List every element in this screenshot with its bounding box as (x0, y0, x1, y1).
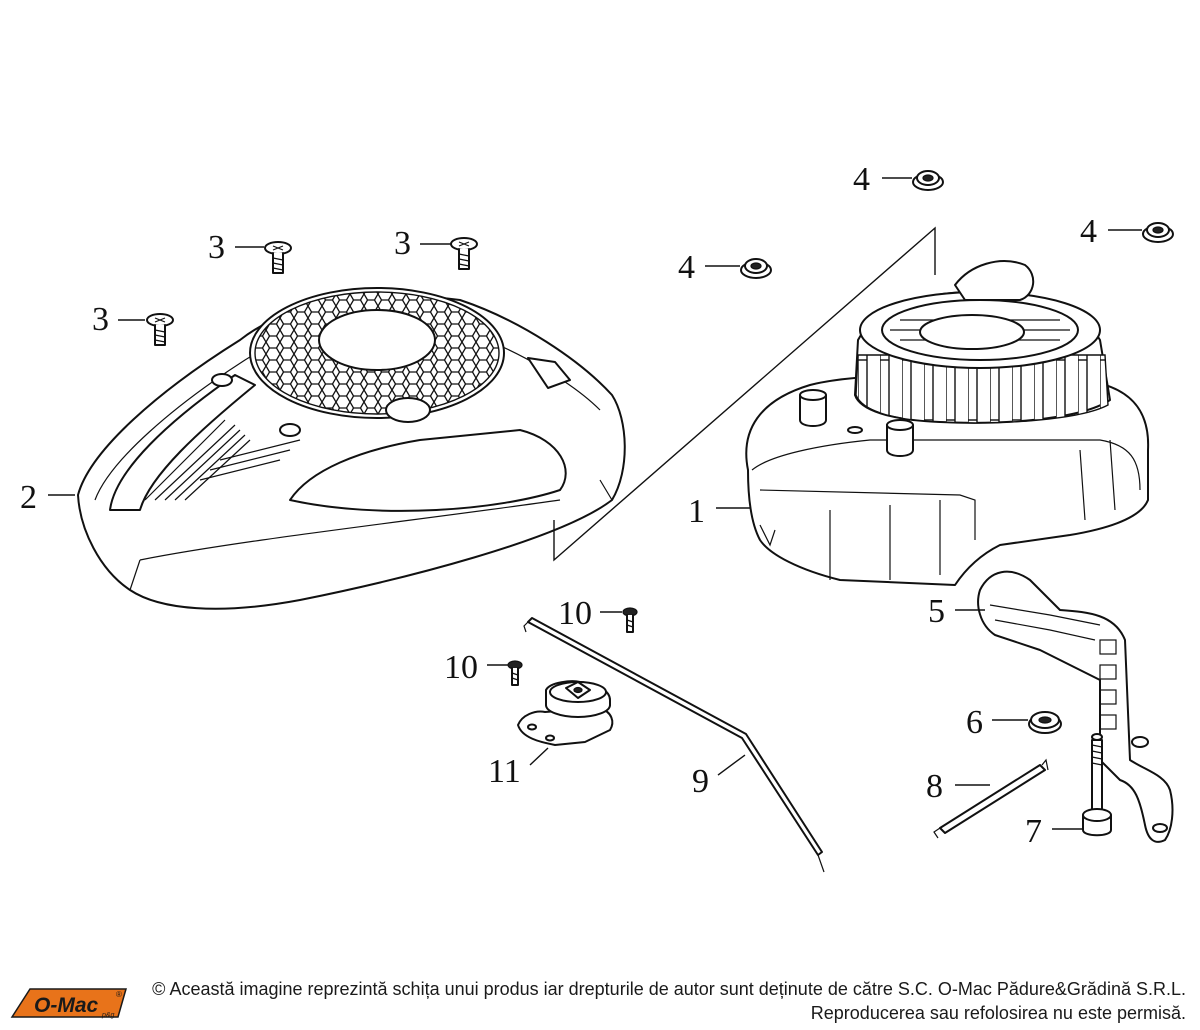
screw-part-3a (146, 313, 174, 346)
screw-part-3b (264, 241, 292, 274)
callout-10-left: 10 (444, 649, 478, 686)
reproduction-notice: Reproducerea sau refolosirea nu este per… (810, 1003, 1186, 1023)
callout-4-top: 4 (853, 161, 870, 198)
switch-part-11 (517, 680, 614, 746)
logo-text: O-Mac (34, 994, 99, 1017)
screw-part-10a (622, 607, 638, 633)
callout-6: 6 (966, 704, 983, 741)
engine-cover-part-2 (77, 287, 626, 610)
callout-1: 1 (688, 493, 705, 530)
callout-2: 2 (20, 479, 37, 516)
screw-part-3c (450, 237, 478, 270)
callout-3-left: 3 (92, 301, 109, 338)
screw-part-10b (507, 660, 523, 686)
callout-9: 9 (692, 763, 709, 800)
callout-7: 7 (1025, 813, 1042, 850)
nut-part-4a (912, 170, 944, 191)
copyright-footer: O-Mac ® p&g © Această imagine reprezintă… (0, 975, 1200, 1030)
callout-8: 8 (926, 768, 943, 805)
callout-labels: 1 2 3 3 3 4 4 4 5 6 7 8 9 10 10 11 (20, 161, 1097, 850)
washer-part-6 (1028, 711, 1062, 734)
omac-logo: O-Mac ® p&g (10, 988, 127, 1019)
callout-11: 11 (488, 753, 521, 790)
alignment-line (553, 226, 936, 562)
copyright-notice: © Această imagine reprezintă schița unui… (152, 979, 1186, 999)
nut-part-4b (740, 258, 772, 279)
callout-3-right: 3 (394, 225, 411, 262)
recoil-starter-housing-part-1 (745, 260, 1150, 586)
rod-part-8 (933, 758, 1049, 839)
callout-5: 5 (928, 593, 945, 630)
callout-10-top: 10 (558, 595, 592, 632)
callout-4-middle: 4 (678, 249, 695, 286)
logo-registered-mark: ® (116, 990, 122, 999)
rod-part-9 (523, 617, 825, 873)
logo-subtext: p&g (101, 1012, 115, 1019)
bolt-part-7 (1082, 733, 1112, 837)
leader-lines (48, 177, 1142, 830)
callout-3-middle: 3 (208, 229, 225, 266)
nut-part-4c (1142, 222, 1174, 243)
exploded-parts-diagram: 1 2 3 3 3 4 4 4 5 6 7 8 9 10 10 11 (20, 161, 1174, 873)
brake-lever-part-5 (977, 570, 1174, 843)
callout-4-right: 4 (1080, 213, 1097, 250)
